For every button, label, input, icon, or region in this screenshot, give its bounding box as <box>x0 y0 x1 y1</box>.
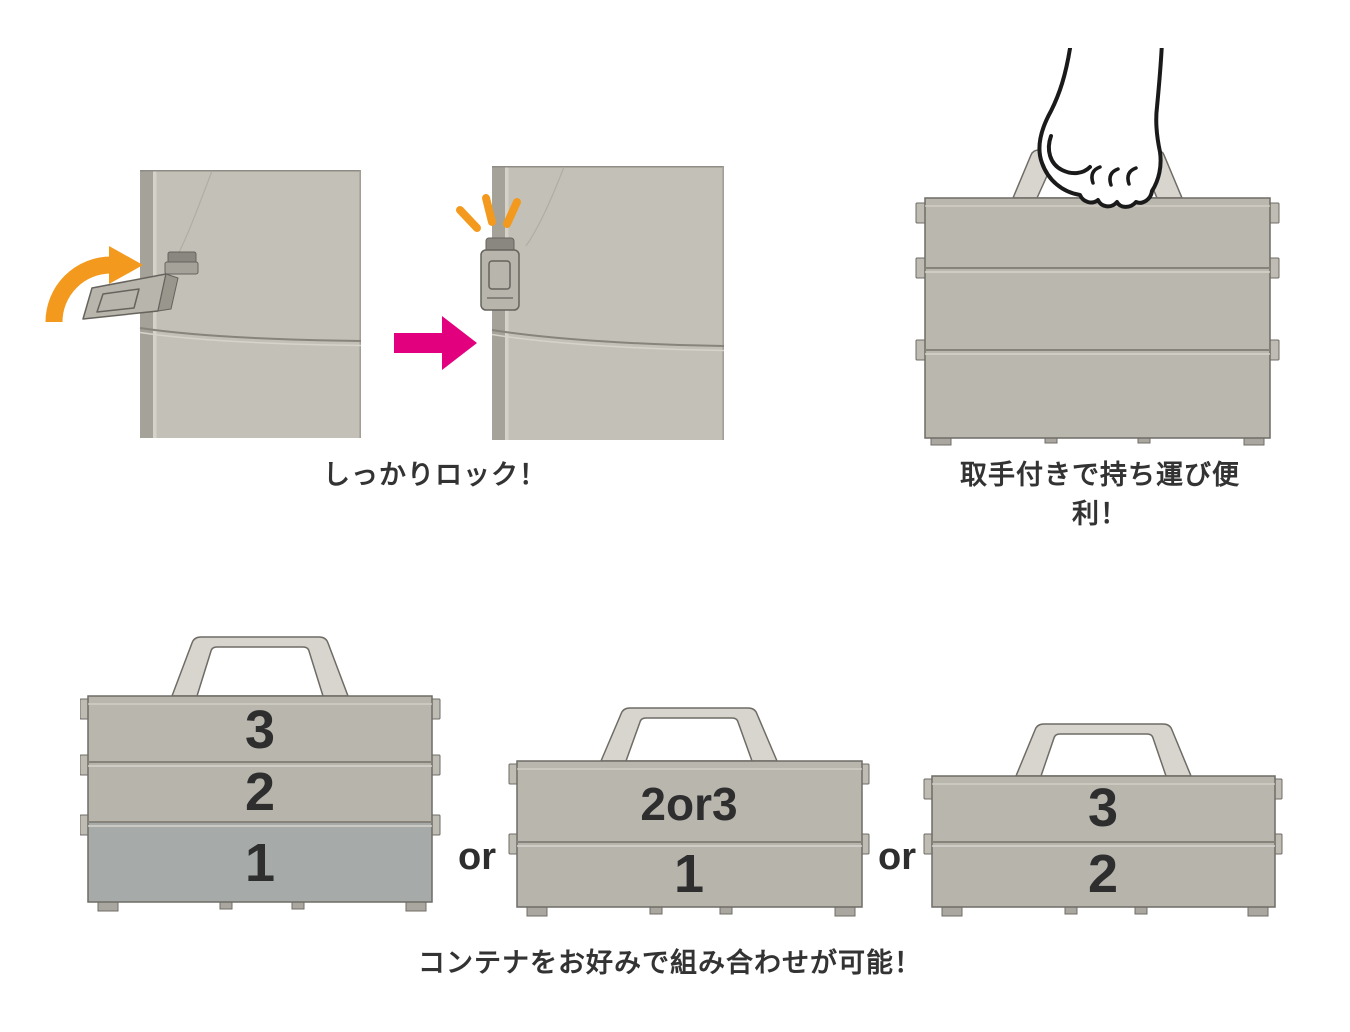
tier-2-body <box>88 762 432 822</box>
container-feet <box>941 906 1269 917</box>
carry-handle <box>170 636 350 697</box>
container-body <box>924 197 1271 439</box>
tier-label: 3 <box>1088 778 1118 838</box>
side-latch-tabs <box>915 202 1280 361</box>
lock-feature-caption: しっかりロック！ <box>323 460 547 490</box>
next-step-arrow-icon <box>394 316 477 370</box>
container-feet <box>97 901 427 912</box>
box-seam-line <box>139 327 362 342</box>
corner-locked-illustration <box>456 166 725 440</box>
tier-bottom-body <box>932 842 1275 907</box>
or-label: or <box>458 836 496 878</box>
side-latch-tabs <box>80 698 441 836</box>
lock-click-sparkle-icon <box>456 194 521 232</box>
box-seam-line <box>491 329 725 347</box>
handle-feature-caption: 取手付きで持ち運び便利！ <box>960 460 1240 529</box>
finger-curls <box>1090 165 1138 187</box>
stack-two-tier-a: 2or3 1 <box>508 707 870 917</box>
stacked-container-three-tier <box>915 149 1280 446</box>
container-feet <box>526 906 856 917</box>
combination-feature-graphic: 3 2 1 or 2or3 1 or <box>80 636 1283 917</box>
flip-up-arrow-icon <box>45 246 143 323</box>
box-corner-face <box>492 166 724 440</box>
tier-label: 2 <box>1088 844 1118 904</box>
tier-top-body <box>932 776 1275 842</box>
tier-3-body <box>88 696 432 762</box>
latch-closed <box>480 237 520 311</box>
carry-handle <box>599 707 779 762</box>
handle-feature-graphic <box>915 48 1280 446</box>
stack-three-tier: 3 2 1 <box>80 636 441 912</box>
tier-label: 2 <box>245 762 275 822</box>
tier-top-body <box>517 761 862 842</box>
corner-unlocked-illustration <box>45 170 362 438</box>
lock-feature-graphic <box>45 166 725 440</box>
box-corner-face <box>140 170 361 438</box>
tier-bottom-body <box>517 842 862 907</box>
hand-illustration <box>1037 48 1164 209</box>
tier-1-body <box>88 822 432 902</box>
stack-two-tier-b: 3 2 <box>923 723 1283 917</box>
tier-label: 3 <box>245 700 275 760</box>
tier-label: 1 <box>674 844 704 904</box>
or-label: or <box>878 836 916 878</box>
tier-label: 1 <box>245 833 275 893</box>
latch-open <box>82 251 199 320</box>
tier-label: 2or3 <box>640 778 737 830</box>
combination-feature-caption: コンテナをお好みで組み合わせが可能！ <box>418 948 922 978</box>
carry-handle <box>1014 723 1193 777</box>
hand-outline <box>1037 48 1164 209</box>
thumb-line <box>1046 134 1092 176</box>
